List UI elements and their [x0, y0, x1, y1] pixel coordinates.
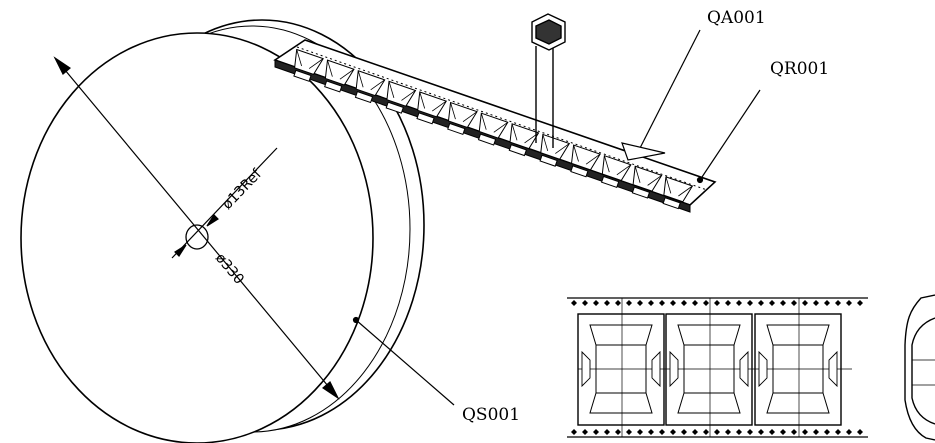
carrier-pocket [293, 48, 324, 82]
carrier-pocket [477, 112, 509, 146]
cover-tape-leader [696, 89, 761, 184]
detail-pocket [577, 298, 665, 437]
carrier-tape [273, 39, 717, 213]
carrier-pockets [293, 48, 694, 210]
sprocket-hole [637, 300, 643, 306]
sprocket-hole [626, 300, 632, 306]
sprocket-hole [769, 429, 775, 435]
sprocket-hole [791, 300, 797, 306]
sprocket-hole [813, 300, 819, 306]
cover-tape-label: QR001 [770, 59, 829, 79]
carrier-pocket [600, 154, 632, 189]
hub-diameter-dimension [171, 147, 278, 259]
carrier-pocket [447, 101, 478, 135]
carrier-tape-leader [621, 29, 701, 161]
carrier-pocket [324, 59, 355, 93]
reel [20, 19, 425, 443]
sprocket-hole [780, 429, 786, 435]
carrier-pocket [385, 80, 417, 114]
carrier-tape-label: QA001 [707, 8, 766, 28]
sprocket-hole [571, 300, 577, 306]
component [531, 13, 566, 148]
sprocket-hole [648, 429, 654, 435]
sprocket-hole [802, 429, 808, 435]
sprocket-hole [659, 300, 665, 306]
sprocket-hole [780, 300, 786, 306]
sprocket-holes [571, 300, 863, 435]
sprocket-hole [681, 300, 687, 306]
detail-pockets [577, 298, 842, 437]
sprocket-hole [637, 429, 643, 435]
reel-hub-hole [185, 224, 209, 250]
sprocket-hole [758, 300, 764, 306]
reel-leader [352, 316, 455, 406]
tape-detail-top-view [567, 297, 868, 438]
sprocket-hole [648, 300, 654, 306]
sprocket-hole [857, 429, 863, 435]
sprocket-hole [626, 429, 632, 435]
sprocket-hole [714, 300, 720, 306]
sprocket-hole [725, 300, 731, 306]
sprocket-hole [846, 429, 852, 435]
sprocket-hole [615, 429, 621, 435]
sprocket-hole [824, 300, 830, 306]
sprocket-hole [571, 429, 577, 435]
sprocket-hole [824, 429, 830, 435]
sprocket-hole [846, 300, 852, 306]
reel-label: QS001 [462, 405, 520, 425]
sprocket-hole [670, 429, 676, 435]
carrier-pocket [662, 176, 694, 210]
sprocket-hole [857, 300, 863, 306]
sprocket-hole [681, 429, 687, 435]
carrier-pocket [539, 133, 571, 167]
sprocket-hole [670, 300, 676, 306]
sprocket-hole [659, 429, 665, 435]
carrier-pocket [416, 91, 448, 125]
sprocket-hole [813, 429, 819, 435]
sprocket-hole [736, 429, 742, 435]
sprocket-hole [692, 429, 698, 435]
sprocket-hole [582, 429, 588, 435]
sprocket-hole [747, 429, 753, 435]
sprocket-hole [692, 300, 698, 306]
detail-pocket [665, 298, 753, 437]
sprocket-hole [835, 429, 841, 435]
sprocket-hole [703, 300, 709, 306]
carrier-pocket [354, 70, 386, 104]
sprocket-hole [791, 429, 797, 435]
sprocket-hole [769, 300, 775, 306]
carrier-pocket [508, 123, 540, 157]
carrier-pocket [570, 144, 601, 178]
sprocket-hole [593, 429, 599, 435]
sprocket-hole [802, 300, 808, 306]
sprocket-hole [604, 429, 610, 435]
sprocket-hole [703, 429, 709, 435]
sprocket-hole [593, 300, 599, 306]
tape-detail-side-view [904, 294, 935, 441]
sprocket-hole [835, 300, 841, 306]
sprocket-hole [604, 300, 610, 306]
sprocket-hole [615, 300, 621, 306]
carrier-pocket [631, 165, 663, 199]
sprocket-hole [714, 429, 720, 435]
sprocket-hole [582, 300, 588, 306]
reel-diameter-dimension [53, 56, 340, 400]
sprocket-hole [747, 300, 753, 306]
sprocket-hole [758, 429, 764, 435]
sprocket-hole [736, 300, 742, 306]
detail-pocket [754, 298, 842, 437]
sprocket-hole [725, 429, 731, 435]
